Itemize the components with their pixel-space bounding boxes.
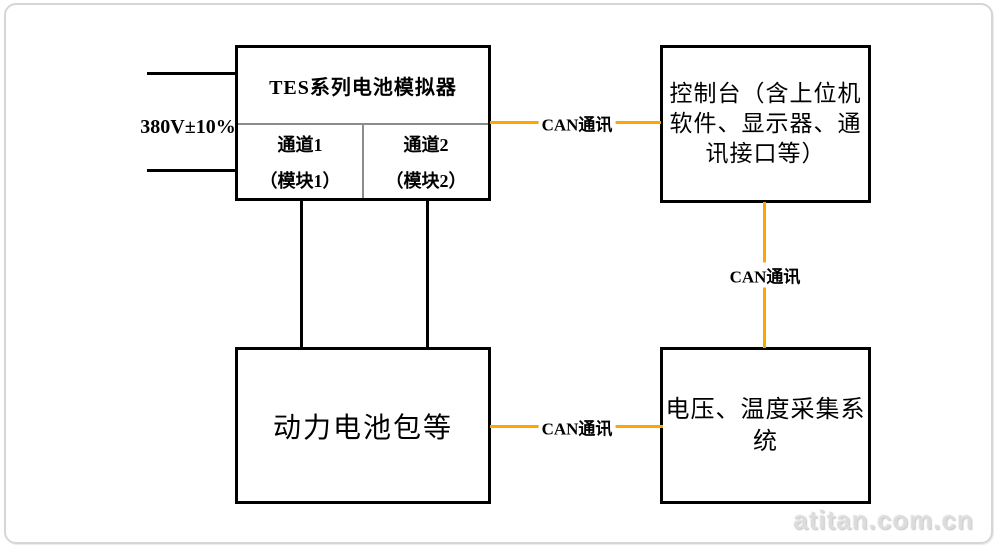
block-battery-simulator: TES系列电池模拟器 通道1 （模块1） 通道2 （模块2）: [235, 45, 491, 201]
power-input-line-bottom: [147, 169, 235, 172]
battery-pack-label: 动力电池包等: [272, 412, 453, 444]
block-acquisition-system: 电压、温度采集系 统: [660, 347, 871, 504]
console-text-line1: 控制台（含上位机: [669, 81, 862, 106]
channel-1-module-label: （模块1）: [259, 170, 341, 191]
block-console: 控制台（含上位机 软件、显示器、通 讯接口等）: [660, 45, 871, 203]
console-text-line3: 讯接口等）: [705, 141, 826, 166]
power-input-line-top: [147, 72, 235, 75]
can-label-simulator-console: CAN通讯: [538, 110, 616, 136]
acquisition-text-line2: 统: [753, 428, 778, 455]
acquisition-text-line1: 电压、温度采集系: [665, 396, 866, 423]
simulator-channels-row: 通道1 （模块1） 通道2 （模块2）: [238, 123, 488, 198]
can-label-battery-acquisition: CAN通讯: [538, 414, 616, 440]
channel-1-output-line: [300, 200, 303, 348]
channel-2-output-line: [426, 200, 429, 348]
channel-2-module-label: （模块2）: [385, 170, 467, 191]
channel-2-label: 通道2: [403, 134, 449, 155]
input-voltage-label: 380V±10%: [140, 116, 236, 138]
console-text-line2: 软件、显示器、通: [669, 111, 862, 136]
watermark: atitan.com.cn: [793, 505, 974, 535]
channel-2-cell: 通道2 （模块2）: [364, 125, 488, 198]
can-label-console-acquisition: CAN通讯: [726, 262, 804, 288]
simulator-title: TES系列电池模拟器: [269, 77, 457, 99]
channel-1-cell: 通道1 （模块1）: [238, 125, 364, 198]
channel-1-label: 通道1: [277, 134, 323, 155]
block-battery-pack: 动力电池包等: [235, 347, 491, 504]
